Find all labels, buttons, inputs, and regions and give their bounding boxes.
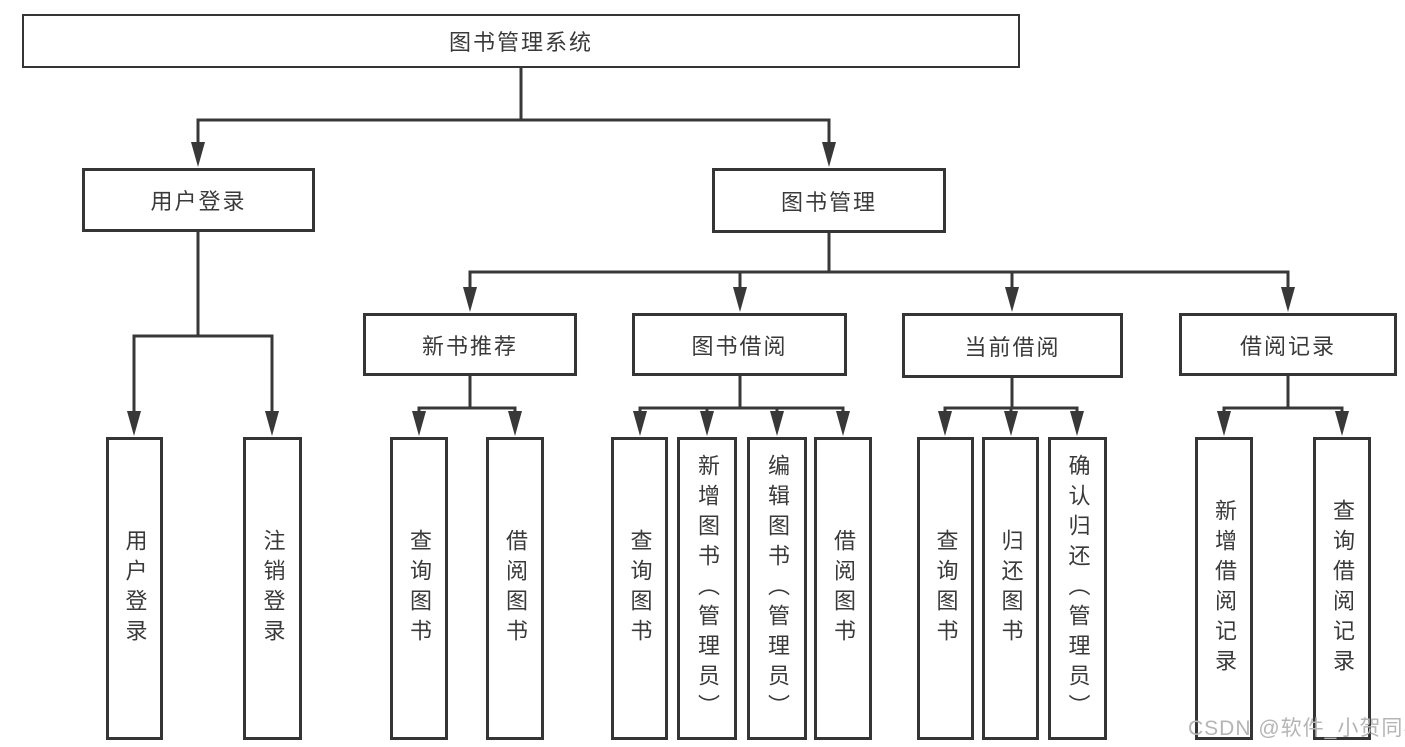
leaf-query-books-3: 查询图书	[917, 437, 974, 740]
node-book-management: 图书管理	[712, 168, 946, 233]
node-current-borrow: 当前借阅	[902, 313, 1123, 378]
leaf-user-login: 用户登录	[106, 437, 163, 740]
leaf-add-borrow-record: 新增借阅记录	[1195, 437, 1253, 740]
leaf-edit-books-admin: 编辑图书（管理员）	[747, 437, 807, 740]
node-new-book-recommend: 新书推荐	[363, 313, 577, 376]
leaf-return-books: 归还图书	[982, 437, 1039, 740]
leaf-logout: 注销登录	[243, 437, 302, 740]
leaf-borrow-books-2: 借阅图书	[814, 437, 872, 740]
node-user-login-group: 用户登录	[82, 168, 315, 232]
leaf-query-books-1: 查询图书	[390, 437, 448, 740]
leaf-query-borrow-record: 查询借阅记录	[1313, 437, 1371, 740]
node-borrow-records: 借阅记录	[1179, 313, 1397, 376]
node-book-borrow: 图书借阅	[632, 313, 847, 376]
leaf-query-books-2: 查询图书	[611, 437, 668, 740]
leaf-add-books-admin: 新增图书（管理员）	[677, 437, 737, 740]
node-root: 图书管理系统	[22, 14, 1020, 68]
csdn-watermark: CSDN @软件_小贺同学	[1188, 717, 1405, 740]
leaf-borrow-books-1: 借阅图书	[486, 437, 544, 740]
leaf-confirm-return-admin: 确认归还（管理员）	[1048, 437, 1107, 740]
